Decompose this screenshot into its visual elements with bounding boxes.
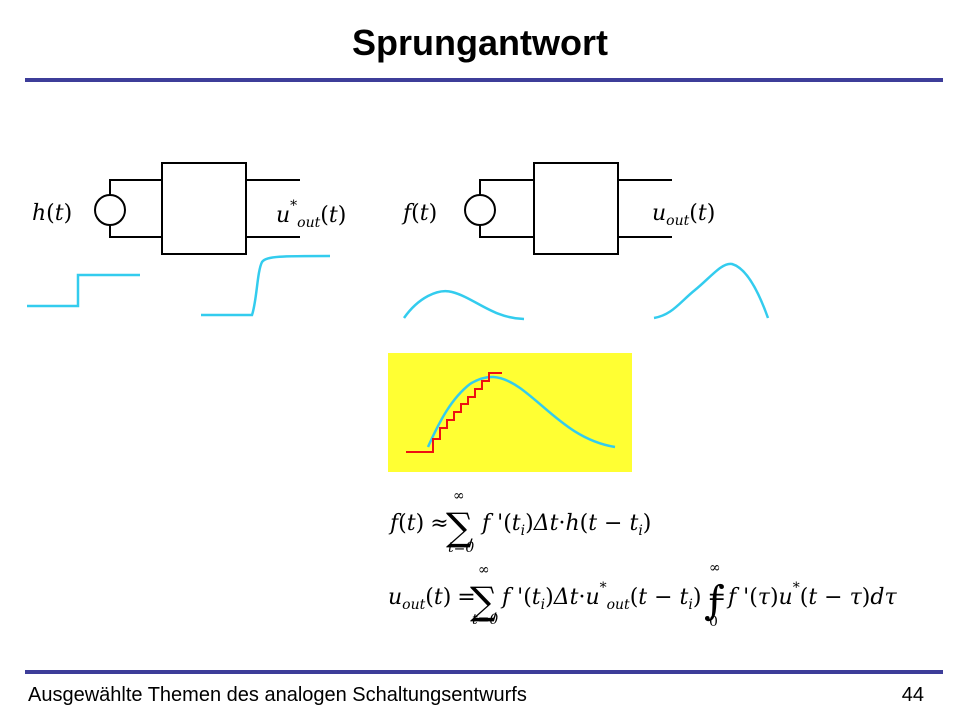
source-left (94, 194, 126, 226)
formula2-int-lower: 0 (709, 614, 718, 630)
formula1-sum-sign: ∑ (446, 505, 473, 549)
source-right (464, 194, 496, 226)
formula1-rhs: f '(ti)Δt·h(t − ti) (480, 511, 651, 539)
page-number: 44 (901, 684, 924, 706)
approximation-curve (426, 375, 616, 449)
wire-left-bottom (109, 225, 162, 238)
approximation-highlight (388, 353, 632, 472)
footer-rule (25, 670, 943, 674)
formula2-int-upper: ∞ (709, 560, 721, 576)
label-f-t: f(t) (401, 201, 437, 226)
formula2-int-sign: ∫ (704, 578, 725, 624)
label-u-out-t: uout(t) (652, 201, 715, 229)
formula2-lhs: uout(t)= (388, 585, 476, 613)
formula2-integral-term: f '(τ)u*(t − τ)dτ (726, 580, 897, 610)
formula-superposition-approx: f(t)≈ ∞ ∑ t=0 f '(ti)Δt·h(t − ti) (388, 488, 651, 556)
circuit-right (464, 162, 672, 255)
formula2-sum-upper: ∞ (478, 562, 490, 578)
circuit-left (94, 162, 300, 255)
slide-title: Sprungantwort (352, 22, 608, 63)
formula2-sum-sign: ∑ (470, 579, 497, 623)
wire-left-top (109, 179, 162, 195)
label-h-t: h(t) (32, 201, 72, 226)
block-left (161, 162, 247, 255)
wire-right-top (479, 179, 534, 195)
staircase-approximation (406, 372, 502, 453)
footer-course-title: Ausgewählte Themen des analogen Schaltun… (28, 684, 527, 706)
output-pulse-curve (653, 262, 770, 320)
step-input-curve (27, 273, 140, 308)
formula1-sum-lower: t=0 (448, 540, 474, 556)
wire-right-bottom (479, 225, 534, 238)
input-pulse-curve (402, 289, 525, 321)
formula2-sum-lower: t=0 (472, 612, 498, 628)
formula1-lhs: f(t)≈ (388, 511, 449, 536)
label-u-star-out-t: u*out(t) (276, 198, 346, 231)
formula2-middle: f '(ti)Δt·u*out(t − ti)= (500, 580, 726, 613)
waveforms (27, 254, 770, 321)
block-right (533, 162, 619, 255)
step-response-curve (201, 254, 331, 317)
formula-convolution: uout(t)= ∞ ∑ t=0 f '(ti)Δt·u*out(t − ti)… (388, 560, 897, 630)
formula1-sum-upper: ∞ (453, 488, 465, 504)
title-rule (25, 78, 943, 82)
